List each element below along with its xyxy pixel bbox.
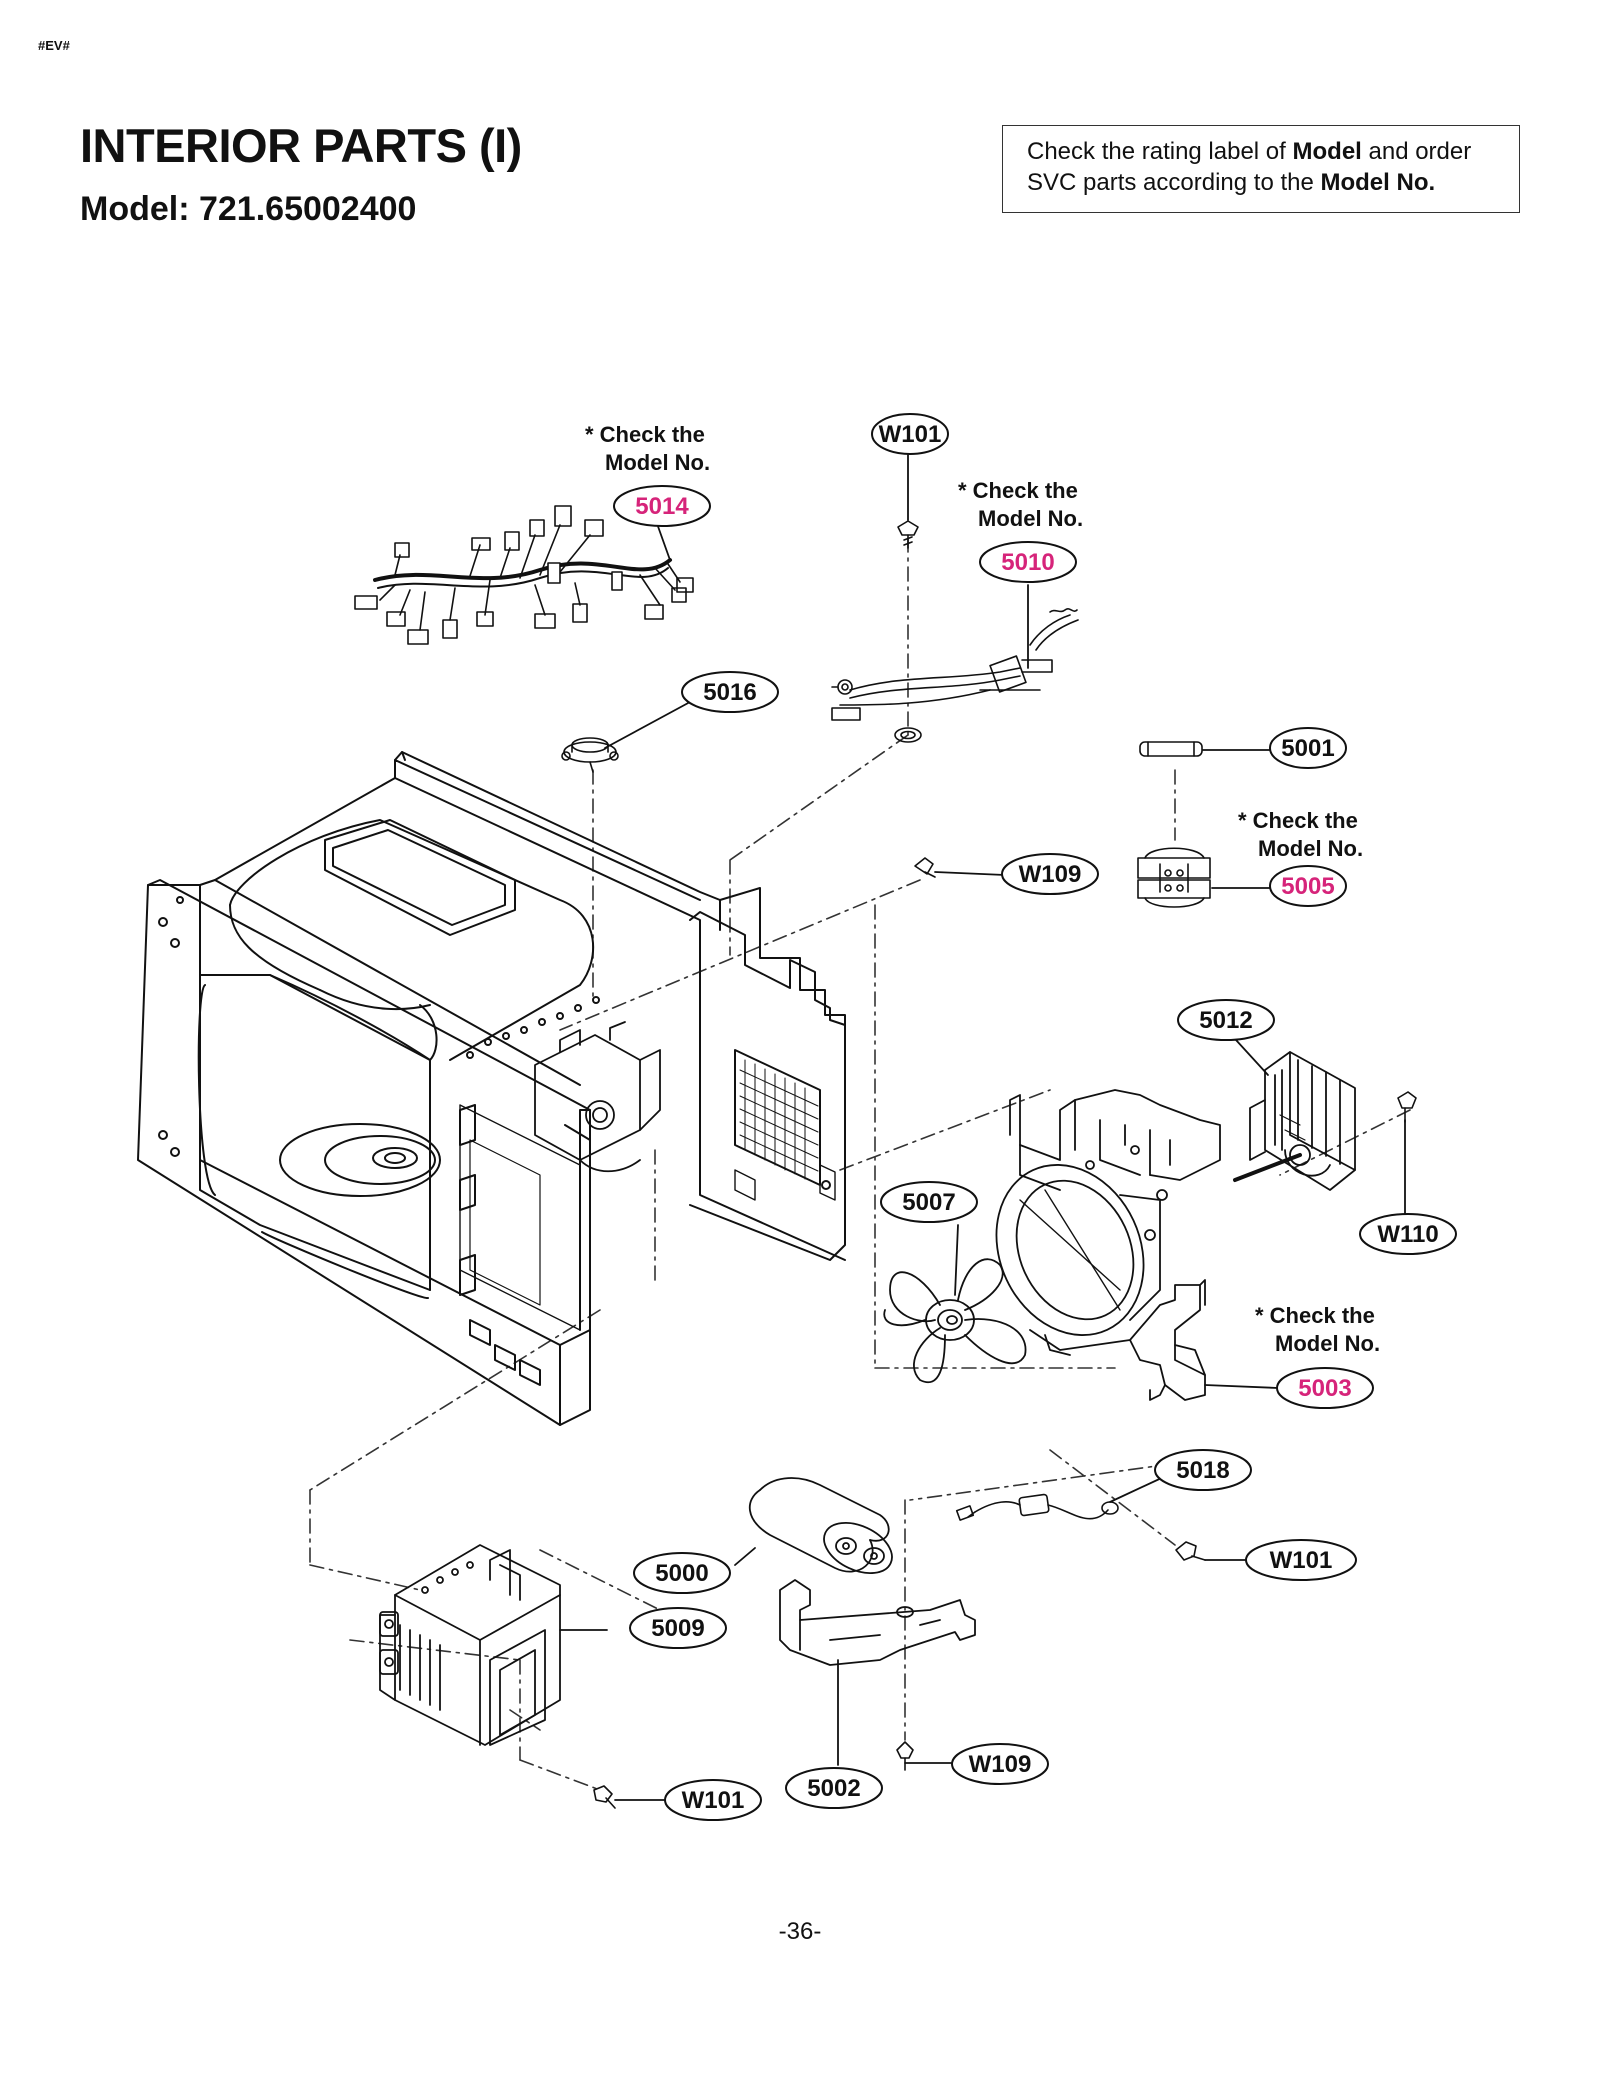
mesh-grid — [739, 1059, 819, 1180]
callout-label: W101 — [1270, 1547, 1333, 1574]
callout-oval — [1154, 1449, 1252, 1491]
callout-label: 5001 — [1281, 735, 1334, 762]
callout-5010: 5010 — [979, 541, 1077, 583]
callout-label: 5000 — [655, 1560, 708, 1587]
fuse-5001 — [1139, 741, 1203, 757]
callout-oval — [979, 541, 1077, 583]
callout-oval — [1269, 727, 1347, 769]
screw-w109-bottom — [896, 1741, 914, 1771]
screw-w110 — [1397, 1091, 1417, 1123]
callout-oval — [785, 1767, 883, 1809]
callout-label: W109 — [969, 1751, 1032, 1778]
callout-oval — [880, 1181, 978, 1223]
air-guide-5003 — [995, 1089, 1221, 1401]
note-5010-line1: * Check the — [958, 478, 1078, 503]
magnetron-mount — [534, 1021, 661, 1173]
callout-oval — [629, 1607, 727, 1649]
note-5010-line2: Model No. — [978, 506, 1083, 531]
oven-cavity-chassis — [137, 751, 846, 1426]
sensor-harness-5010 — [831, 608, 1079, 743]
page-title: INTERIOR PARTS (I) — [80, 119, 522, 172]
callout-oval — [664, 1779, 762, 1821]
notice-bold-model: Model — [1292, 138, 1362, 165]
callout-5014: 5014 — [613, 485, 711, 527]
note-5014-line2: Model No. — [605, 450, 710, 475]
callout-label: 5012 — [1199, 1007, 1252, 1034]
callout-w101: W101 — [664, 1779, 762, 1821]
callout-label: W110 — [1377, 1221, 1438, 1248]
wire-lead-5018 — [955, 1493, 1119, 1521]
note-5005-line1: * Check the — [1238, 808, 1358, 833]
notice-bold-model-no: Model No. — [1320, 169, 1436, 196]
callout-oval — [1245, 1539, 1357, 1581]
callout-5007: 5007 — [880, 1181, 978, 1223]
callout-label: 5014 — [635, 493, 689, 520]
callout-label: 5007 — [902, 1189, 955, 1216]
callout-oval — [1177, 999, 1275, 1041]
callout-label: W109 — [1019, 861, 1082, 888]
callout-label: 5003 — [1298, 1375, 1351, 1402]
callout-5009: 5009 — [629, 1607, 727, 1649]
callout-w101: W101 — [871, 413, 949, 455]
note-5003-line1: * Check the — [1255, 1303, 1375, 1328]
note-5014-line1: * Check the — [585, 422, 705, 447]
rating-notice-box: Check the rating label of Model and orde… — [1002, 125, 1520, 213]
callout-5012: 5012 — [1177, 999, 1275, 1041]
callout-5005: 5005 — [1269, 865, 1347, 907]
callout-w110: W110 — [1359, 1213, 1457, 1255]
callout-label: 5010 — [1001, 549, 1054, 576]
note-5005-line2: Model No. — [1258, 836, 1363, 861]
note-5003-line2: Model No. — [1275, 1331, 1380, 1356]
screw-w109-top — [914, 857, 936, 878]
screw-w101-right — [1175, 1541, 1206, 1561]
callout-5016: 5016 — [681, 671, 779, 713]
fan-motor-5012 — [1233, 1051, 1356, 1191]
wire-harness-5014 — [354, 505, 694, 645]
callout-label: 5009 — [651, 1615, 704, 1642]
leader-lines — [559, 454, 1406, 1801]
magnetron-5009 — [379, 1544, 561, 1746]
callout-label: 5002 — [807, 1775, 860, 1802]
callout-5018: 5018 — [1154, 1449, 1252, 1491]
callout-oval — [951, 1743, 1049, 1785]
callout-oval — [681, 671, 779, 713]
callout-oval — [1359, 1213, 1457, 1255]
callout-label: 5018 — [1176, 1457, 1229, 1484]
notice-text-2: and order SVC parts according to the — [1027, 138, 1472, 196]
callout-label: W101 — [879, 421, 942, 448]
check-model-notes: * Check the Model No. * Check the Model … — [585, 422, 1380, 1356]
assembly-dash-lines — [309, 537, 1411, 1791]
thermostat-5016 — [561, 737, 619, 773]
page-number: -36- — [778, 1918, 822, 1945]
callout-oval — [1269, 865, 1347, 907]
model-number: Model: 721.65002400 — [80, 190, 417, 228]
callout-w109: W109 — [951, 1743, 1049, 1785]
screw-w101-bottom — [593, 1785, 616, 1809]
callout-oval — [613, 485, 711, 527]
notice-text-1: Check the rating label of — [1027, 138, 1293, 165]
capacitor-bracket-5002 — [779, 1579, 976, 1666]
side-panel-mesh — [689, 911, 846, 1261]
fuse-holder-5005 — [1137, 847, 1211, 908]
callout-5001: 5001 — [1269, 727, 1347, 769]
callout-label: 5016 — [703, 679, 756, 706]
callout-oval — [633, 1552, 731, 1594]
callout-oval — [871, 413, 949, 455]
callout-5003: 5003 — [1276, 1367, 1374, 1409]
callout-oval — [1276, 1367, 1374, 1409]
callout-label: 5005 — [1281, 873, 1334, 900]
header-tag: #EV# — [38, 38, 70, 53]
callout-w101: W101 — [1245, 1539, 1357, 1581]
callout-5000: 5000 — [633, 1552, 731, 1594]
screw-w101-top — [897, 520, 919, 549]
hv-capacitor-5000 — [748, 1477, 893, 1574]
callout-oval — [1001, 853, 1099, 895]
callout-5002: 5002 — [785, 1767, 883, 1809]
callout-w109: W109 — [1001, 853, 1099, 895]
callout-label: W101 — [682, 1787, 745, 1814]
fan-blade-5007 — [883, 1258, 1027, 1383]
